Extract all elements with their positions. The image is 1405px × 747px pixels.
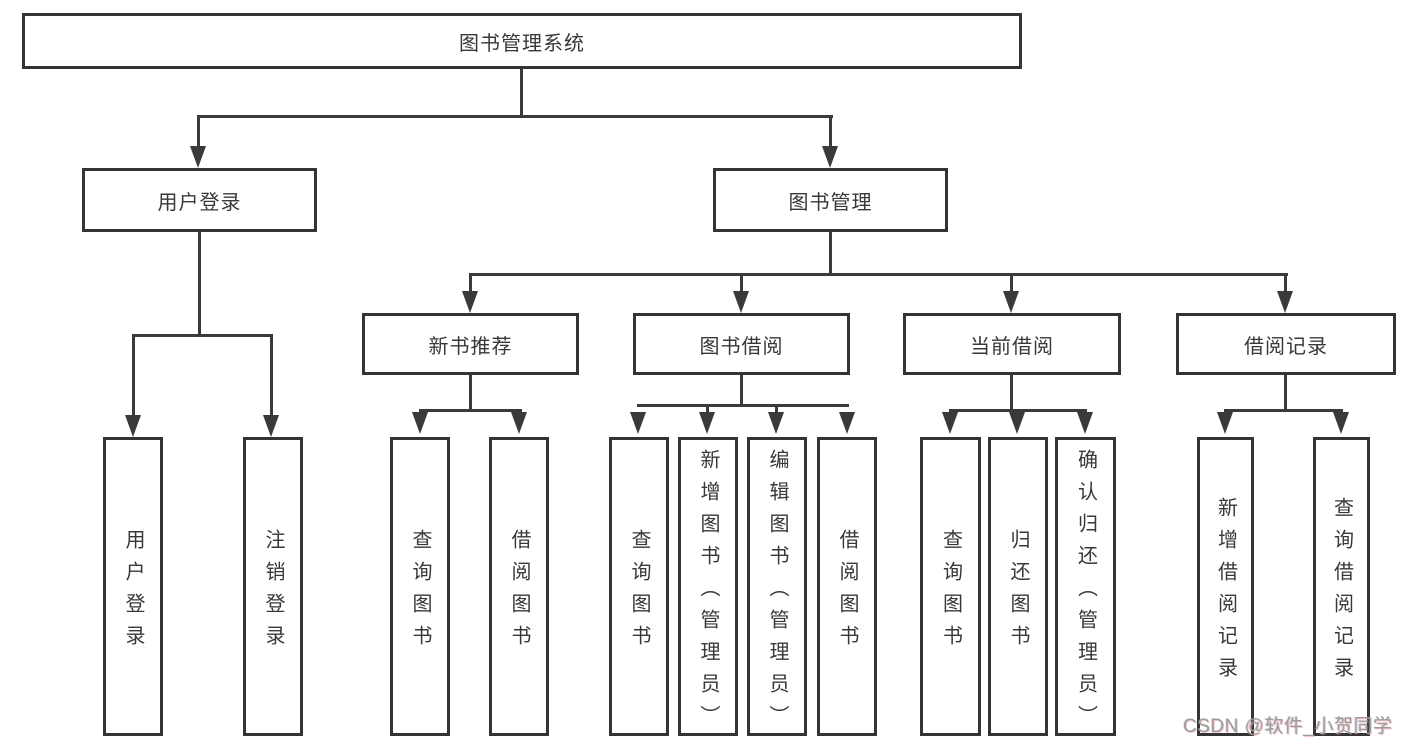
node-label: 图书管理 xyxy=(788,191,873,214)
connector-line xyxy=(829,232,832,276)
node-borrowing-records: 借阅记录 xyxy=(1176,313,1396,375)
down-arrow-icon xyxy=(942,412,958,434)
down-arrow-icon xyxy=(190,146,206,168)
down-arrow-icon xyxy=(125,415,141,437)
connector-line xyxy=(198,232,201,337)
down-arrow-icon xyxy=(768,412,784,434)
down-arrow-icon xyxy=(822,146,838,168)
leaf-borrow-books-recommend: 借阅图书 xyxy=(489,437,549,736)
node-label: 借阅记录 xyxy=(1244,335,1328,358)
down-arrow-icon xyxy=(1333,412,1349,434)
connector-line xyxy=(469,375,472,411)
leaf-query-borrow-record: 查询借阅记录 xyxy=(1313,437,1370,736)
connector-line xyxy=(740,375,743,406)
connector-line xyxy=(1010,375,1013,411)
down-arrow-icon xyxy=(1277,291,1293,313)
node-current-borrowing: 当前借阅 xyxy=(903,313,1121,375)
node-label: 新增借阅记录 xyxy=(1214,496,1237,689)
node-user-login: 用户登录 xyxy=(82,168,317,232)
connector-line xyxy=(1010,273,1013,293)
connector-line xyxy=(1224,409,1343,412)
node-root-library-system: 图书管理系统 xyxy=(22,13,1022,69)
leaf-return-book: 归还图书 xyxy=(988,437,1048,736)
connector-line xyxy=(1284,273,1287,293)
leaf-confirm-return-admin: 确认归还（管理员） xyxy=(1055,437,1116,737)
connector-line xyxy=(132,334,135,416)
down-arrow-icon xyxy=(462,291,478,313)
node-label: 借阅图书 xyxy=(508,528,530,657)
node-label: 查询图书 xyxy=(939,528,962,657)
node-book-borrowing: 图书借阅 xyxy=(633,313,850,375)
connector-line xyxy=(706,404,709,414)
node-label: 新书推荐 xyxy=(428,335,513,358)
connector-line xyxy=(197,115,833,118)
node-label: 用户登录 xyxy=(122,528,144,657)
down-arrow-icon xyxy=(630,412,646,434)
leaf-query-books-borrowing: 查询图书 xyxy=(609,437,669,736)
node-label: 编辑图书（管理员） xyxy=(766,448,788,737)
node-label: 图书管理系统 xyxy=(459,32,585,55)
leaf-add-book-admin: 新增图书（管理员） xyxy=(678,437,738,737)
node-label: 注销登录 xyxy=(262,528,284,657)
connector-line xyxy=(520,69,523,117)
node-new-book-recommend: 新书推荐 xyxy=(362,313,579,375)
down-arrow-icon xyxy=(839,412,855,434)
watermark: CSDN @软件_小贺同学 xyxy=(1183,716,1393,737)
connector-line xyxy=(197,115,200,148)
connector-line xyxy=(270,334,273,416)
node-label: 查询图书 xyxy=(628,528,650,657)
connector-line xyxy=(829,115,832,148)
node-label: 查询图书 xyxy=(409,528,431,657)
node-label: 新增图书（管理员） xyxy=(697,448,719,737)
down-arrow-icon xyxy=(1077,412,1093,434)
connector-line xyxy=(740,273,743,293)
leaf-add-borrow-record: 新增借阅记录 xyxy=(1197,437,1254,736)
down-arrow-icon xyxy=(699,412,715,434)
leaf-logout: 注销登录 xyxy=(243,437,303,736)
leaf-borrow-books-borrowing: 借阅图书 xyxy=(817,437,877,736)
node-book-management: 图书管理 xyxy=(713,168,948,232)
connector-line xyxy=(132,334,273,337)
down-arrow-icon xyxy=(1009,412,1025,434)
connector-line xyxy=(469,273,472,293)
down-arrow-icon xyxy=(412,412,428,434)
connector-line xyxy=(469,273,1288,276)
down-arrow-icon xyxy=(263,415,279,437)
node-label: 查询借阅记录 xyxy=(1330,496,1353,689)
down-arrow-icon xyxy=(1003,291,1019,313)
leaf-query-books-recommend: 查询图书 xyxy=(390,437,450,736)
down-arrow-icon xyxy=(511,412,527,434)
node-label: 当前借阅 xyxy=(970,335,1054,358)
connector-line xyxy=(419,409,522,412)
leaf-user-login: 用户登录 xyxy=(103,437,163,736)
connector-line xyxy=(775,404,778,414)
leaf-query-books-current: 查询图书 xyxy=(920,437,981,736)
down-arrow-icon xyxy=(1217,412,1233,434)
node-label: 图书借阅 xyxy=(699,335,784,358)
node-label: 借阅图书 xyxy=(836,528,858,657)
node-label: 确认归还（管理员） xyxy=(1074,448,1097,737)
connector-line xyxy=(1284,375,1287,411)
connector-line xyxy=(637,404,849,407)
leaf-edit-book-admin: 编辑图书（管理员） xyxy=(747,437,807,737)
node-label: 用户登录 xyxy=(157,191,242,214)
down-arrow-icon xyxy=(733,291,749,313)
node-label: 归还图书 xyxy=(1007,528,1029,657)
